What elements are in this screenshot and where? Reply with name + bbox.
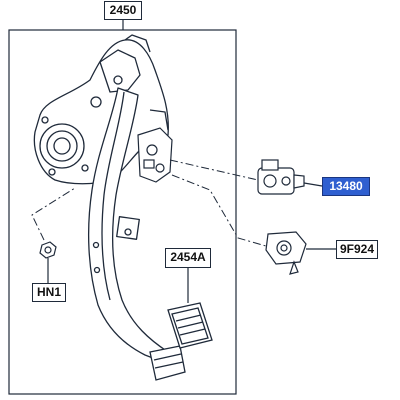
callout-pedal-pad[interactable]: 2454A: [165, 248, 211, 268]
pedal-foot: [149, 345, 186, 381]
switch-lower-part: [265, 231, 307, 275]
callout-switch-upper[interactable]: 13480: [322, 177, 370, 196]
leader-lines: [31, 159, 267, 247]
pedal-pad-part: [167, 302, 213, 349]
callout-switch-lower[interactable]: 9F924: [336, 240, 378, 259]
nut-part: [39, 241, 57, 259]
switch-mount: [137, 127, 173, 183]
callout-nut[interactable]: HN1: [32, 283, 66, 302]
switch-upper-part: [257, 159, 305, 195]
mounting-bracket: [33, 34, 169, 185]
callout-pedal-box[interactable]: 2450: [104, 1, 142, 20]
callout-leaders: [47, 182, 336, 303]
